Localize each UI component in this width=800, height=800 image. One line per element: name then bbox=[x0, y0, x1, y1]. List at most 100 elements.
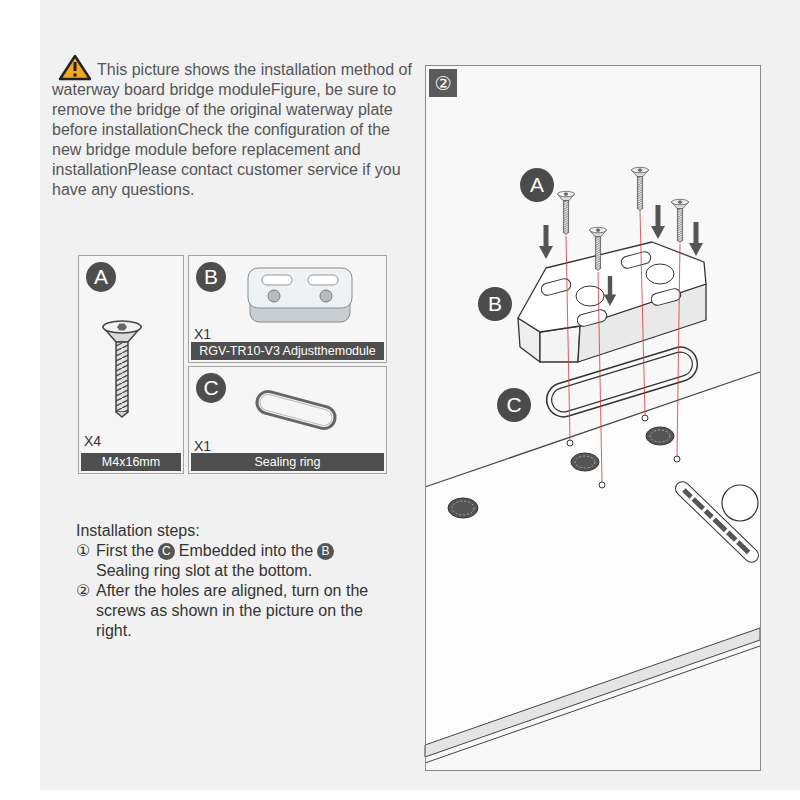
bridge-module-picture bbox=[248, 268, 352, 322]
engraved-plate bbox=[673, 479, 762, 565]
engraved-plate bbox=[704, 509, 714, 519]
threaded-hole bbox=[650, 430, 670, 442]
part-name-band: RGV-TR10-V3 Adjustthemodule bbox=[191, 342, 384, 360]
step-text: Embedded into the bbox=[179, 542, 313, 559]
callout-circle: B bbox=[478, 287, 512, 321]
part-letter: A bbox=[86, 262, 116, 292]
screw-hole bbox=[599, 482, 605, 488]
direction-arrow bbox=[539, 205, 703, 306]
step-number: ② bbox=[76, 581, 96, 601]
threaded-hole bbox=[448, 427, 674, 518]
part-box-ground bbox=[78, 255, 184, 474]
alignment-line bbox=[598, 272, 602, 482]
callout-circle: C bbox=[497, 388, 531, 422]
steps-heading: Installation steps: bbox=[76, 521, 396, 541]
step-text: After the holes are aligned, turn on the… bbox=[76, 581, 396, 641]
waterway-plate bbox=[425, 646, 760, 763]
waterway-plate bbox=[425, 628, 760, 757]
step-number: ① bbox=[76, 541, 96, 561]
page-background bbox=[40, 0, 800, 790]
part-box: B X1RGV-TR10-V3 Adjustthemodule bbox=[188, 255, 387, 363]
quantity: X4 bbox=[84, 433, 101, 449]
part-name-band: M4x16mm bbox=[81, 453, 181, 471]
engraved-plate bbox=[692, 497, 706, 510]
warning-icon bbox=[74, 62, 77, 71]
sealing-ring-picture bbox=[255, 389, 338, 431]
part-name-band: Sealing ring bbox=[191, 453, 384, 471]
text-group: This picture shows the installation meth… bbox=[52, 60, 414, 200]
sealing-ring-picture bbox=[258, 393, 334, 428]
panel-screw bbox=[557, 191, 574, 234]
threaded-hole bbox=[571, 453, 599, 471]
alignment-line bbox=[566, 211, 680, 482]
step-text: First the bbox=[96, 542, 154, 559]
step-number: ② bbox=[429, 69, 457, 97]
screw-hole bbox=[567, 415, 680, 488]
screw-hole bbox=[567, 440, 573, 446]
direction-arrow bbox=[604, 276, 616, 306]
bridge-module bbox=[650, 287, 682, 306]
engraved-plate bbox=[673, 479, 762, 565]
callout-letter: A bbox=[520, 168, 554, 202]
direction-arrow bbox=[651, 205, 665, 239]
direction-arrow bbox=[689, 222, 703, 256]
inline-callout: B bbox=[317, 543, 334, 560]
alignment-line bbox=[640, 211, 645, 415]
sealing-ring-picture bbox=[255, 389, 338, 431]
alignment-line bbox=[677, 244, 680, 456]
screw-hole bbox=[642, 415, 648, 421]
bridge-module-picture bbox=[268, 290, 280, 302]
warning-icon bbox=[73, 73, 77, 77]
part-box-ground bbox=[78, 255, 387, 474]
threaded-hole bbox=[575, 456, 595, 468]
warning-note: This picture shows the installation meth… bbox=[52, 60, 414, 200]
inline-callout: C bbox=[158, 543, 175, 560]
engraved-plate bbox=[712, 517, 727, 532]
bridge-module-picture bbox=[262, 275, 292, 285]
threaded-hole bbox=[452, 501, 474, 515]
bridge-module bbox=[620, 250, 652, 269]
bridge-module-picture bbox=[320, 290, 332, 302]
quantity: X1 bbox=[194, 438, 211, 454]
threaded-hole bbox=[646, 427, 674, 445]
bridge-module-picture bbox=[308, 275, 338, 285]
engraved-plate bbox=[726, 531, 737, 542]
bridge-module bbox=[646, 264, 674, 284]
port-hole bbox=[722, 485, 758, 521]
engraved-plate bbox=[736, 540, 750, 554]
text-group: Installation steps: bbox=[76, 521, 396, 541]
panel-screw bbox=[589, 227, 606, 270]
callout-circle: A bbox=[520, 168, 554, 202]
part-box: A X4M4x16mm bbox=[78, 255, 184, 474]
screw-hole bbox=[674, 456, 680, 462]
callout-letter: C bbox=[497, 388, 531, 422]
panel-ground bbox=[425, 65, 761, 771]
panel-screw bbox=[671, 199, 688, 242]
port-hole bbox=[722, 485, 758, 521]
part-letter: B bbox=[196, 262, 226, 292]
bridge-module bbox=[576, 286, 604, 306]
screw-picture bbox=[103, 321, 141, 417]
waterway-plate bbox=[425, 372, 760, 763]
part-letter: C bbox=[196, 373, 226, 403]
screw-picture bbox=[103, 321, 141, 417]
bridge-module bbox=[576, 308, 608, 327]
panel-ground bbox=[425, 65, 761, 771]
quantity: X1 bbox=[194, 326, 211, 342]
engraved-plate bbox=[682, 488, 693, 499]
text-group: ②After the holes are aligned, turn on th… bbox=[76, 581, 396, 641]
threaded-hole bbox=[448, 498, 478, 518]
bridge-module-picture bbox=[248, 268, 352, 308]
text-group: ①First theCEmbedded into theBSealing rin… bbox=[76, 541, 406, 581]
panel-screw bbox=[631, 167, 648, 210]
part-box-ground bbox=[188, 255, 387, 363]
direction-arrow bbox=[539, 225, 553, 259]
step-panel: A B C ② bbox=[425, 65, 761, 771]
warning-icon bbox=[60, 56, 90, 79]
waterway-plate bbox=[425, 372, 760, 487]
part-box: C X1Sealing ring bbox=[188, 366, 387, 474]
